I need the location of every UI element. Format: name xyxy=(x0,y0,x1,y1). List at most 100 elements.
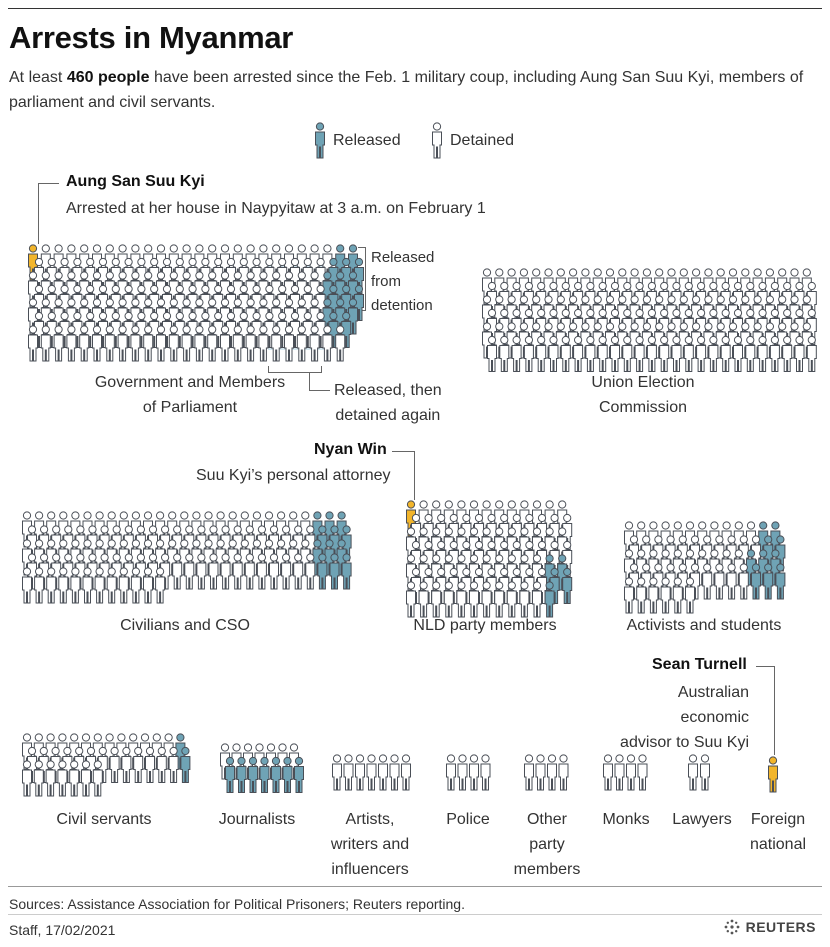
gov-person-icon xyxy=(40,325,51,362)
nld-person-icon xyxy=(562,567,573,604)
rethen-line1: Released, then xyxy=(334,382,442,399)
monks-line1: Monks xyxy=(602,811,650,828)
other-line3: members xyxy=(513,861,581,878)
monks-person-icon xyxy=(637,754,648,791)
civ-person-icon xyxy=(106,567,117,604)
uec-person-icon xyxy=(536,335,547,372)
artists-person-icon xyxy=(401,754,411,791)
credit-note: Staff, 17/02/2021 xyxy=(9,922,116,938)
gov-person-icon xyxy=(207,325,218,362)
gov-person-icon xyxy=(284,325,294,362)
nld-person-icon xyxy=(418,581,429,618)
gov-person-icon xyxy=(232,325,243,362)
released-person-icon xyxy=(315,122,325,159)
civserv-person-icon xyxy=(33,760,44,797)
gov-person-icon xyxy=(258,325,269,362)
civ-person-icon xyxy=(94,567,105,604)
released-note-line2: from xyxy=(371,273,401,290)
uec-line1: Union Election xyxy=(591,374,695,391)
lawyers-person-icon xyxy=(700,754,710,791)
civ-person-icon xyxy=(130,567,141,604)
lawyers-line1: Lawyers xyxy=(672,811,732,828)
subtitle-pre: At least xyxy=(9,69,67,86)
civ-person-icon xyxy=(341,553,352,590)
gov-person-icon xyxy=(168,325,179,362)
uec-person-icon xyxy=(646,335,657,372)
civ-person-icon xyxy=(329,553,340,590)
civ-person-icon xyxy=(317,553,328,590)
source-note: Sources: Assistance Association for Poli… xyxy=(9,896,465,912)
nld-person-icon xyxy=(469,581,479,618)
civ-line1: Civilians and CSO xyxy=(120,617,250,634)
police-person-icon xyxy=(457,754,468,791)
uec-person-icon xyxy=(794,335,805,372)
civ-person-icon xyxy=(58,567,69,604)
annotation-nyan-win-name: Nyan Win xyxy=(314,441,387,458)
journ-line1: Journalists xyxy=(218,811,296,828)
uec-line2: Commission xyxy=(598,399,687,416)
civserv-person-icon xyxy=(133,746,144,783)
civserv-person-icon xyxy=(22,760,32,797)
gov-person-icon xyxy=(156,325,166,362)
civserv-person-icon xyxy=(168,746,179,783)
nld-person-icon xyxy=(456,581,467,618)
journ-person-icon xyxy=(294,756,304,793)
act-person-icon xyxy=(672,577,683,614)
sean-turnell-line1: Australian economic xyxy=(677,684,749,726)
uec-person-icon xyxy=(499,335,510,372)
police-person-icon xyxy=(446,754,456,791)
other-line2: party xyxy=(529,836,565,853)
subtitle: At least 460 people have been arrested s… xyxy=(9,65,809,115)
subtitle-post: have been arrested since the Feb. 1 mili… xyxy=(9,69,804,111)
foreign-national-person-icon xyxy=(768,756,778,793)
civ-person-icon xyxy=(293,553,304,590)
released-note-line1: Released xyxy=(371,249,435,266)
act-person-icon xyxy=(751,563,761,600)
released-note-line3: detention xyxy=(371,297,433,314)
gov-person-icon xyxy=(143,325,154,362)
legend-released-label: Released xyxy=(333,132,401,149)
artists-person-icon xyxy=(378,754,388,791)
gov-person-icon xyxy=(53,325,64,362)
uec-person-icon xyxy=(671,335,682,372)
released-then-detained-note: Released, then detained again xyxy=(334,378,442,428)
act-person-icon xyxy=(763,563,774,600)
gov-person-icon xyxy=(130,325,141,362)
annotation-sean-turnell-text: Australian economic advisor to Suu Kyi xyxy=(606,680,749,755)
act-person-icon xyxy=(775,563,786,600)
uec-person-icon xyxy=(733,335,743,372)
legend-released: Released xyxy=(313,122,401,160)
uec-person-icon xyxy=(769,335,780,372)
sean-turnell-leader-line xyxy=(756,666,775,755)
uec-person-icon xyxy=(487,335,497,372)
civ-person-icon xyxy=(269,553,279,590)
nld-person-icon xyxy=(506,581,517,618)
act-person-icon xyxy=(624,577,634,614)
civ-person-icon xyxy=(208,553,219,590)
rethen-leader-line xyxy=(309,372,330,391)
legend-detained-label: Detained xyxy=(450,132,515,149)
foreign-line1: Foreign xyxy=(750,811,806,828)
civserv-person-icon xyxy=(180,746,191,783)
other-person-icon xyxy=(547,754,557,791)
artists-line1: Artists, xyxy=(345,811,395,828)
rethen-bracket xyxy=(268,366,322,373)
group-label-civserv: Civil servants xyxy=(34,807,174,832)
nld-person-icon xyxy=(406,581,416,618)
uec-person-icon xyxy=(511,335,522,372)
suu-kyi-leader-line xyxy=(38,183,59,244)
gov-person-icon xyxy=(92,325,102,362)
act-person-icon xyxy=(660,577,671,614)
act-person-icon xyxy=(738,563,749,600)
gov-person-icon xyxy=(322,325,333,362)
civ-person-icon xyxy=(143,567,153,604)
monks-person-icon xyxy=(614,754,625,791)
annotation-suu-kyi-name: Aung San Suu Kyi xyxy=(66,173,205,190)
civ-person-icon xyxy=(232,553,243,590)
act-person-icon xyxy=(726,563,737,600)
journ-person-icon xyxy=(236,756,247,793)
civserv-person-icon xyxy=(69,760,80,797)
group-label-civ: Civilians and CSO xyxy=(85,613,285,638)
uec-person-icon xyxy=(745,335,756,372)
civ-person-icon xyxy=(70,567,81,604)
